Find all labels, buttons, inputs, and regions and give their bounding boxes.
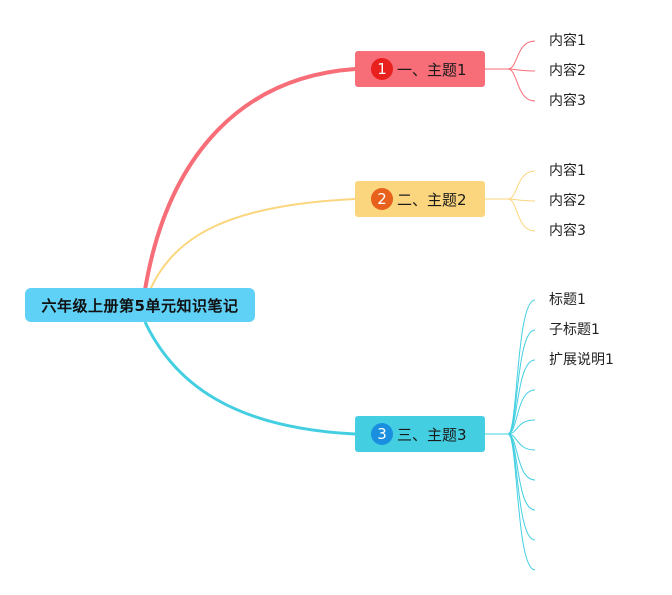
number-3-icon: 3 — [371, 423, 393, 445]
leaf-connector-3-10 — [485, 433, 536, 571]
leaf-connector-3-7 — [485, 433, 536, 481]
topic-2-child-2[interactable]: 内容2 — [549, 193, 586, 209]
topic-3-node[interactable]: 3 三、主题3 — [355, 416, 485, 452]
topic-2-node[interactable]: 2 二、主题2 — [355, 181, 485, 217]
leaf-connector-2-1 — [485, 170, 536, 200]
leaf-connector-3-3 — [485, 359, 536, 435]
topic-1-label: 一、主题1 — [397, 60, 467, 79]
topic-2-child-3[interactable]: 内容3 — [549, 223, 586, 239]
leaf-connector-3-2 — [485, 329, 536, 435]
root-topic-label: 六年级上册第5单元知识笔记 — [41, 296, 239, 315]
topic-2-child-1[interactable]: 内容1 — [549, 163, 586, 179]
topic-1-child-3[interactable]: 内容3 — [549, 93, 586, 109]
topic-3-child-3[interactable]: 扩展说明1 — [549, 352, 614, 368]
leaf-connector-1-1 — [485, 40, 536, 70]
leaf-connector-3-1 — [485, 299, 536, 435]
topic-3-label: 三、主题3 — [397, 425, 467, 444]
topic-1-child-1[interactable]: 内容1 — [549, 33, 586, 49]
leaf-connectors — [485, 40, 536, 571]
topic-3-child-1[interactable]: 标题1 — [549, 292, 586, 308]
leaf-connector-2-3 — [485, 198, 536, 232]
topic-3-child-2[interactable]: 子标题1 — [549, 322, 600, 338]
leaf-connector-3-4 — [485, 389, 536, 435]
leaf-connector-1-3 — [485, 68, 536, 102]
connector-root-topic-2 — [149, 198, 356, 291]
leaf-connector-3-9 — [485, 433, 536, 541]
root-topic[interactable]: 六年级上册第5单元知识笔记 — [25, 288, 255, 322]
leaf-connector-3-8 — [485, 433, 536, 511]
number-2-icon: 2 — [371, 188, 393, 210]
connector-root-topic-1 — [143, 67, 357, 292]
topic-1-node[interactable]: 1 一、主题1 — [355, 51, 485, 87]
topic-2-label: 二、主题2 — [397, 190, 467, 209]
connector-root-topic-3 — [143, 321, 356, 436]
topic-1-child-2[interactable]: 内容2 — [549, 63, 586, 79]
number-1-icon: 1 — [371, 58, 393, 80]
